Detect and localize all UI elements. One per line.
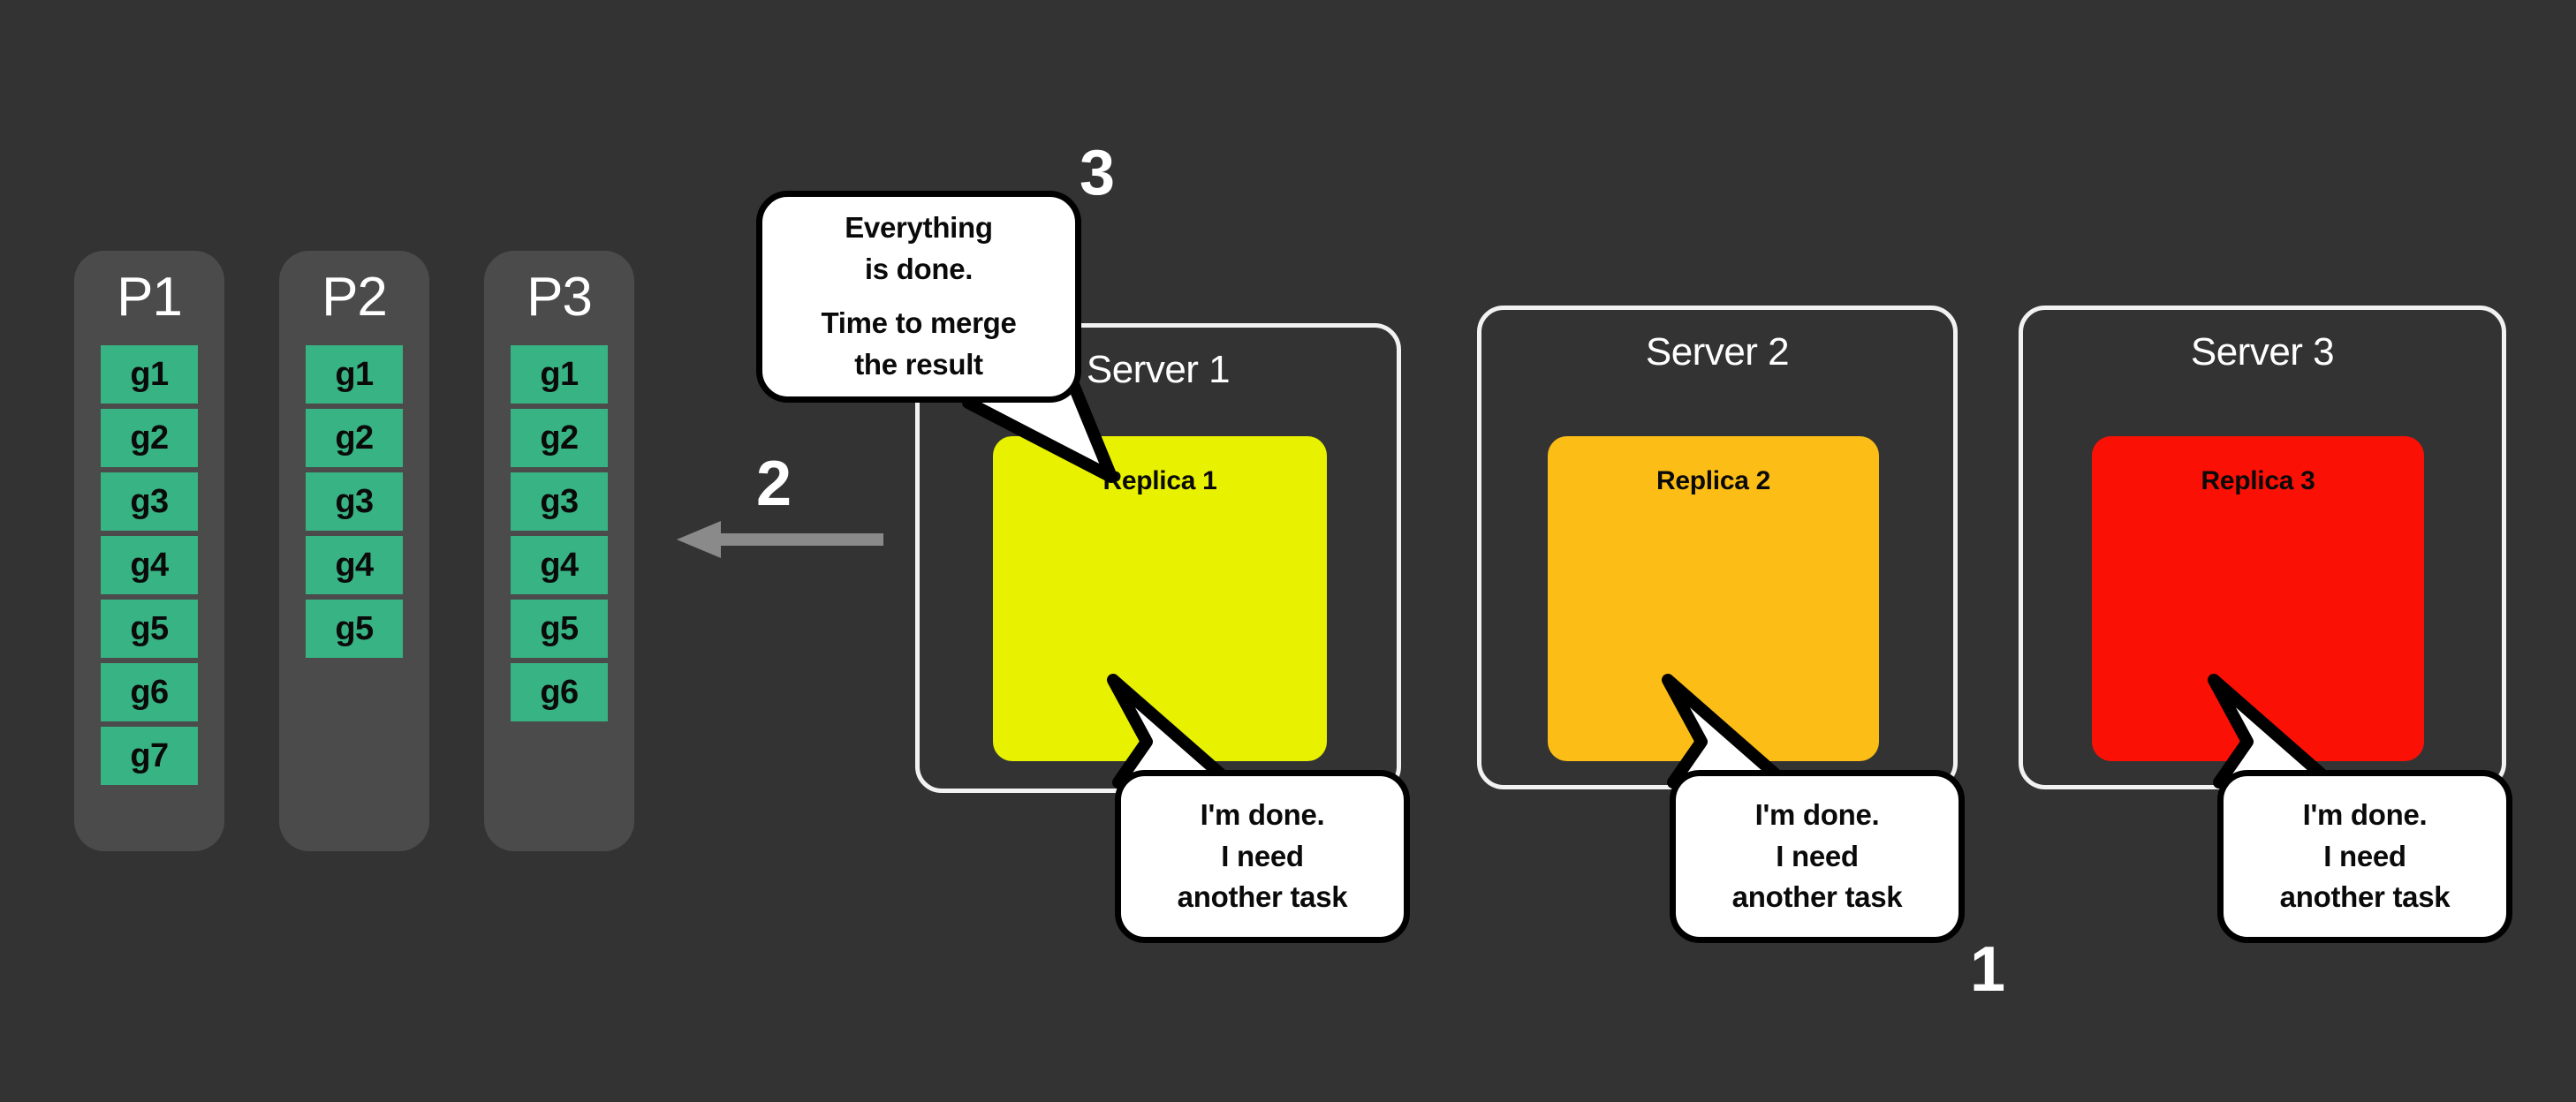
bubble-line: is done.: [864, 253, 974, 286]
bubble-line: Everything: [845, 211, 993, 245]
partition-column-p2: P2 g1 g2 g3 g4 g5: [279, 251, 429, 851]
server3-speech-bubble: I'm done. I need another task: [2217, 770, 2512, 943]
task-block: g2: [511, 409, 608, 468]
replica-label: Replica 2: [1655, 466, 1771, 495]
task-block: g1: [306, 345, 403, 404]
task-block: g6: [511, 663, 608, 722]
merge-arrow-icon: [677, 521, 883, 558]
server1-speech-bubble: I'm done. I need another task: [1115, 770, 1410, 943]
partition-column-p1: P1 g1 g2 g3 g4 g5 g6 g7: [74, 251, 224, 851]
merge-speech-bubble: Everything is done. Time to merge the re…: [756, 191, 1081, 403]
task-block: g6: [101, 663, 198, 722]
task-list: g1 g2 g3 g4 g5: [279, 345, 429, 659]
bubble-line: I'm done.: [1200, 797, 1325, 831]
bubble-line: the result: [854, 347, 983, 381]
replica-label: Replica 1: [1102, 466, 1217, 495]
step-number-1: 1: [1970, 934, 2006, 1005]
partition-label: P2: [322, 267, 388, 328]
bubble-line: I'm done.: [2302, 797, 2428, 831]
partition-label: P3: [527, 267, 593, 328]
replica-block-3: Replica 3: [2092, 436, 2424, 761]
task-block: g3: [511, 472, 608, 532]
replica-block-1: Replica 1: [993, 436, 1327, 761]
server-title: Server 2: [1645, 330, 1790, 374]
task-block: g3: [306, 472, 403, 532]
bubble-line: Time to merge: [821, 306, 1017, 339]
step-number-3: 3: [1080, 138, 1116, 208]
bubble-line: I need: [1221, 839, 1304, 872]
task-block: g7: [101, 727, 198, 786]
task-list: g1 g2 g3 g4 g5 g6: [484, 345, 634, 722]
bubble-line: I'm done.: [1754, 797, 1880, 831]
partition-label: P1: [117, 267, 183, 328]
replica-block-2: Replica 2: [1548, 436, 1879, 761]
replica-label: Replica 3: [2201, 466, 2315, 495]
task-block: g1: [101, 345, 198, 404]
task-block: g5: [306, 600, 403, 659]
task-block: g5: [511, 600, 608, 659]
task-list: g1 g2 g3 g4 g5 g6 g7: [74, 345, 224, 786]
bubble-line: another task: [1177, 880, 1348, 914]
task-block: g4: [306, 536, 403, 595]
step-number-2: 2: [756, 449, 792, 519]
server2-speech-bubble: I'm done. I need another task: [1670, 770, 1965, 943]
task-block: g2: [306, 409, 403, 468]
bubble-line: another task: [1731, 880, 1903, 914]
task-block: g4: [101, 536, 198, 595]
task-block: g1: [511, 345, 608, 404]
server-title: Server 3: [2190, 330, 2335, 374]
task-block: g2: [101, 409, 198, 468]
bubble-line: I need: [1776, 839, 1859, 872]
task-block: g5: [101, 600, 198, 659]
partition-column-p3: P3 g1 g2 g3 g4 g5 g6: [484, 251, 634, 851]
bubble-line: another task: [2279, 880, 2451, 914]
task-block: g3: [101, 472, 198, 532]
bubble-line: I need: [2323, 839, 2406, 872]
task-block: g4: [511, 536, 608, 595]
